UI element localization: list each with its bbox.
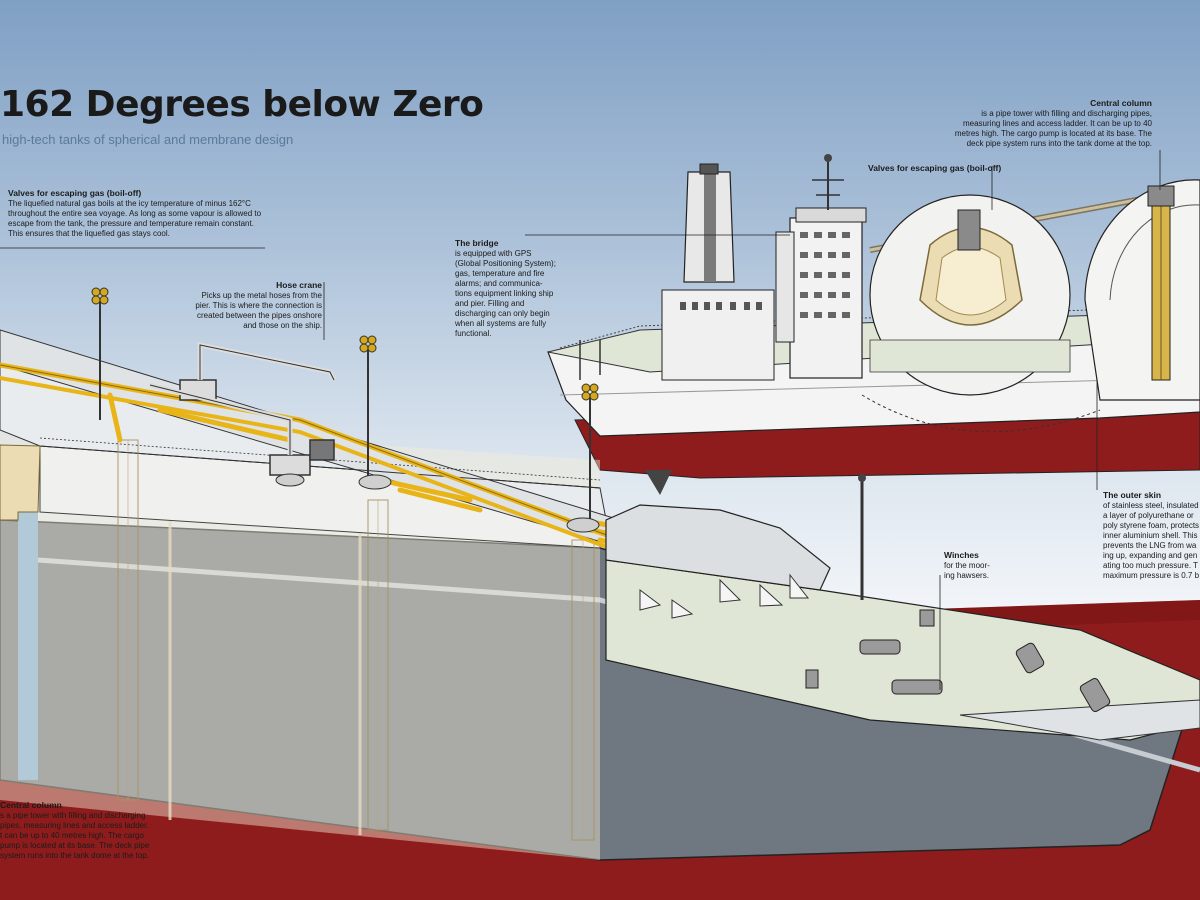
fore-deck	[605, 559, 1200, 741]
annotation-heading: The bridge	[455, 238, 499, 248]
annotation-body: is equipped with GPS (Global Positioning…	[455, 249, 556, 338]
membrane-tank-ship	[0, 287, 1200, 900]
annotation-body: of stainless steel, insulated a layer of…	[1103, 501, 1200, 580]
annotation-body: Picks up the metal hoses from the pier. …	[195, 291, 322, 330]
annotation-body: The liquefied natural gas boils at the i…	[8, 199, 262, 238]
annotation-body: s a pipe tower with filling and discharg…	[0, 811, 150, 860]
annotation-heading: Central column	[1090, 98, 1152, 108]
annotation-central-column-bottom: Central column s a pipe tower with filli…	[0, 800, 180, 861]
hose-crane	[149, 341, 337, 476]
lamp-posts	[99, 300, 591, 530]
annotation-bridge: The bridge is equipped with GPS (Global …	[455, 238, 575, 339]
annotation-heading: Hose crane	[276, 280, 322, 290]
annotation-winches: Winches for the moor- ing hawsers.	[944, 550, 1024, 581]
annotation-body: is a pipe tower with filling and dischar…	[954, 109, 1152, 148]
annotation-central-column-top: Central column is a pipe tower with fill…	[930, 98, 1152, 149]
annotation-heading: Valves for escaping gas (boil-off)	[8, 188, 142, 198]
annotation-heading: Central column	[0, 800, 62, 810]
annotation-outer-skin: The outer skin of stainless steel, insul…	[1103, 490, 1200, 581]
page-subtitle: high-tech tanks of spherical and membran…	[2, 132, 294, 147]
spherical-tank-2	[1084, 179, 1200, 401]
annotation-body: for the moor- ing hawsers.	[944, 561, 990, 580]
leader-lines	[0, 150, 1161, 690]
annotation-heading: Valves for escaping gas (boil-off)	[868, 163, 1002, 173]
annotation-heading: The outer skin	[1103, 490, 1162, 500]
page-title: 162 Degrees below Zero	[0, 84, 484, 125]
spherical-tank-ship	[547, 154, 1200, 495]
annotation-heading: Winches	[944, 550, 979, 560]
winches	[805, 609, 1111, 713]
annotation-valves-left: Valves for escaping gas (boil-off) The l…	[8, 188, 268, 239]
annotation-valves-right: Valves for escaping gas (boil-off)	[868, 163, 1028, 174]
annotation-hose-crane: Hose crane Picks up the metal hoses from…	[150, 280, 322, 331]
